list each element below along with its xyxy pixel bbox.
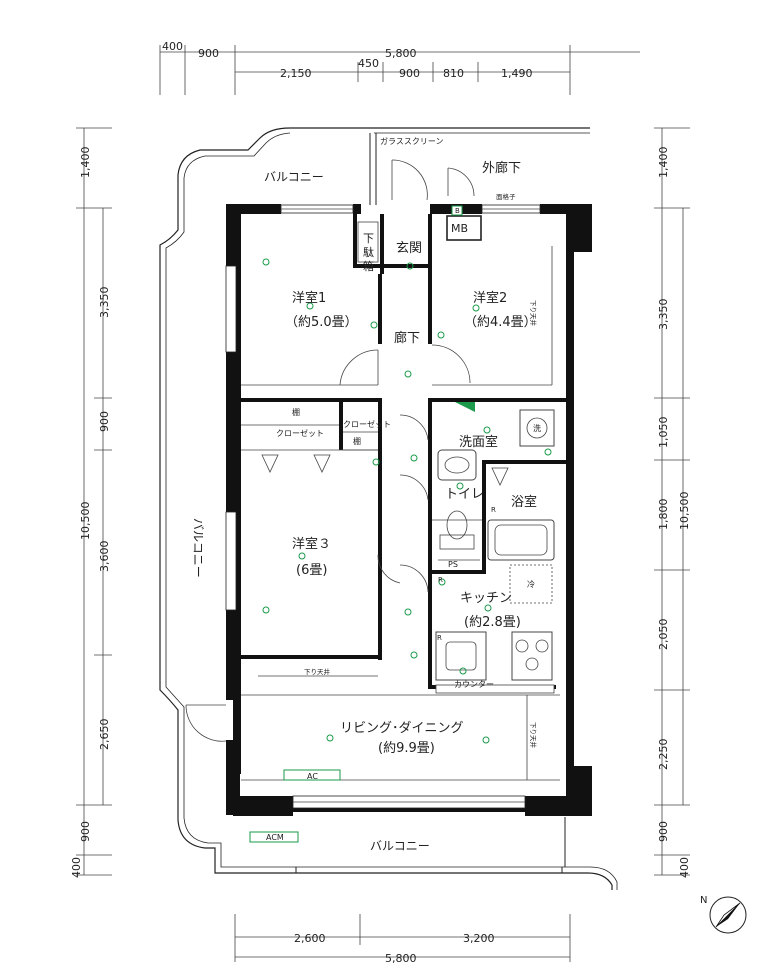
electrical-symbols: [262, 258, 552, 744]
dim-right-2050: 2,050: [657, 619, 670, 651]
room-kitchen-size: (約2.8畳): [464, 615, 521, 630]
label-dropped-ceiling-2: 下り天井: [304, 667, 331, 676]
label-dropped-ceiling-1: 下り天井: [529, 300, 538, 327]
left-dimensions: 1,400 3,350 900 3,600 10,500 2,650 900 4…: [70, 127, 112, 878]
bottom-dimensions: 2,600 3,200 5,800: [234, 914, 571, 965]
room-entrance: 玄関: [396, 241, 422, 256]
room-mb: MB: [451, 222, 468, 235]
room-labels: 洋室1 （約5.0畳） 洋室2 （約4.4畳） 玄関 下 駄 箱 廊下 洗面室 …: [285, 222, 537, 756]
label-r1: R: [491, 506, 496, 514]
dim-bottom-2600: 2,600: [294, 932, 326, 945]
room-shoe-box-1: 下: [363, 232, 374, 245]
north-arrow: N: [700, 895, 747, 934]
label-ac: AC: [307, 772, 318, 781]
label-shelf1: 棚: [292, 407, 300, 417]
dim-right-1400: 1,400: [657, 147, 670, 179]
label-closet2: クローゼット: [343, 419, 391, 429]
room-living-size: (約9.9畳): [378, 741, 435, 756]
dim-left-1400: 1,400: [79, 147, 92, 179]
room-bedroom3-size: (6畳): [296, 563, 327, 578]
label-closet1: クローゼット: [276, 428, 324, 438]
dim-top-1490: 1,490: [501, 67, 533, 80]
dim-left-400: 400: [70, 857, 83, 878]
dim-top-810: 810: [443, 67, 464, 80]
room-shoe-box-2: 駄: [363, 245, 374, 259]
dim-left-3350: 3,350: [98, 287, 111, 319]
room-toilet: トイレ: [445, 487, 484, 502]
dim-right-3350: 3,350: [657, 299, 670, 331]
room-bedroom2-name: 洋室2: [473, 290, 507, 306]
label-counter: カウンター: [454, 680, 494, 689]
dim-top-2150: 2,150: [280, 67, 312, 80]
balcony-outline: [159, 127, 618, 890]
label-fridge: 冷: [527, 579, 535, 589]
room-shoe-box-3: 箱: [363, 259, 374, 273]
north-label: N: [700, 895, 707, 906]
dim-top-900b: 900: [399, 67, 420, 80]
dim-right-1050: 1,050: [657, 417, 670, 449]
windows: [225, 204, 541, 809]
label-lattice: 面格子: [496, 192, 516, 201]
annotations: ガラススクリーン 外廊下 バルコニー バルコニー バルコニー 棚 クローゼット …: [191, 136, 541, 853]
room-kitchen-name: キッチン: [460, 591, 512, 606]
room-bedroom3-name: 洋室３: [292, 536, 331, 552]
label-wash: 洗: [533, 423, 541, 433]
dim-right-1800: 1,800: [657, 499, 670, 531]
room-bedroom1-size: （約5.0畳）: [285, 315, 358, 330]
label-glass-screen: ガラススクリーン: [380, 136, 443, 146]
label-r2: R: [437, 634, 442, 642]
label-acm: ACM: [266, 833, 284, 842]
dim-right-900: 900: [657, 821, 670, 842]
dim-right-2250: 2,250: [657, 739, 670, 771]
dim-top-450: 450: [358, 57, 379, 70]
dim-top-900: 900: [198, 47, 219, 60]
right-dimensions: 1,400 3,350 1,050 1,800 10,500 2,050 2,2…: [654, 127, 691, 878]
dim-left-900b: 900: [79, 821, 92, 842]
fixtures: [249, 205, 555, 843]
dim-left-900: 900: [98, 411, 111, 432]
label-dropped-ceiling-3: 下り天井: [529, 722, 538, 749]
dim-left-2650: 2,650: [98, 719, 111, 751]
dim-right-400: 400: [678, 857, 691, 878]
dim-top-5800: 5,800: [385, 47, 417, 60]
label-outer-corridor: 外廊下: [482, 160, 521, 176]
room-washroom: 洗面室: [459, 434, 498, 450]
dim-left-10500: 10,500: [79, 502, 92, 541]
top-dimensions: 400 900 5,800 2,150 450 900 810 1,490: [159, 40, 640, 95]
label-balcony-top: バルコニー: [264, 170, 324, 184]
dim-left-3600: 3,600: [98, 541, 111, 573]
label-r3: R: [438, 576, 443, 584]
room-living-name: リビング･ダイニング: [340, 721, 464, 736]
dim-bottom-3200: 3,200: [463, 932, 495, 945]
door-swings: [185, 159, 475, 742]
label-balcony-bottom: バルコニー: [370, 839, 430, 853]
label-shelf2: 棚: [353, 436, 361, 446]
room-ps: PS: [448, 560, 458, 569]
dim-right-10500: 10,500: [678, 492, 691, 531]
room-bedroom2-size: （約4.4畳）: [464, 315, 537, 330]
dim-top-400: 400: [162, 40, 183, 53]
dim-bottom-5800: 5,800: [385, 952, 417, 965]
room-bedroom1-name: 洋室1: [292, 290, 326, 306]
label-balcony-left: バルコニー: [191, 518, 205, 578]
label-b: B: [455, 207, 460, 215]
room-hallway: 廊下: [394, 330, 420, 346]
room-bath: 浴室: [511, 494, 537, 510]
